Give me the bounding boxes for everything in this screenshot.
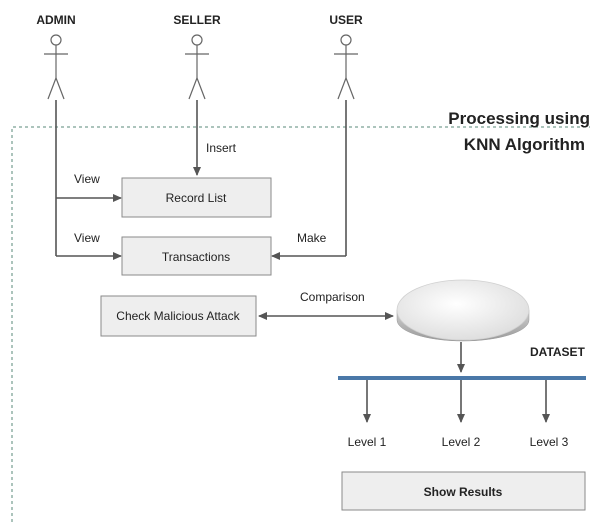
transactions-box[interactable] [121, 236, 272, 276]
level-2-label: Level 2 [442, 435, 481, 449]
edge-label-view-transactions: View [74, 231, 100, 245]
actor-admin-label: ADMIN [36, 13, 75, 27]
region-title-line2: KNN Algorithm [464, 135, 585, 154]
transactions-label: Transactions [162, 250, 230, 264]
record-list-label: Record List [166, 191, 227, 205]
actor-seller-label: SELLER [173, 13, 221, 27]
edge-label-view-record: View [74, 172, 100, 186]
check-malicious-attack-box[interactable] [100, 295, 257, 337]
dataset-disk-icon [396, 279, 530, 342]
dataset-label: DATASET [530, 345, 586, 359]
actor-user-label: USER [329, 13, 363, 27]
user-actor-icon [334, 34, 358, 100]
check-malicious-attack-label: Check Malicious Attack [116, 309, 240, 323]
level-1-label: Level 1 [348, 435, 387, 449]
region-title-line1: Processing using [448, 109, 590, 128]
processing-region [11, 126, 590, 522]
edge-label-make: Make [297, 231, 327, 245]
edge-label-comparison: Comparison [300, 290, 365, 304]
admin-actor-icon [44, 34, 68, 100]
show-results-label: Show Results [424, 485, 503, 499]
record-list-box[interactable] [121, 177, 272, 218]
level-3-label: Level 3 [530, 435, 569, 449]
seller-actor-icon [185, 34, 209, 100]
edge-label-insert: Insert [206, 141, 237, 155]
show-results-box[interactable] [341, 471, 586, 511]
